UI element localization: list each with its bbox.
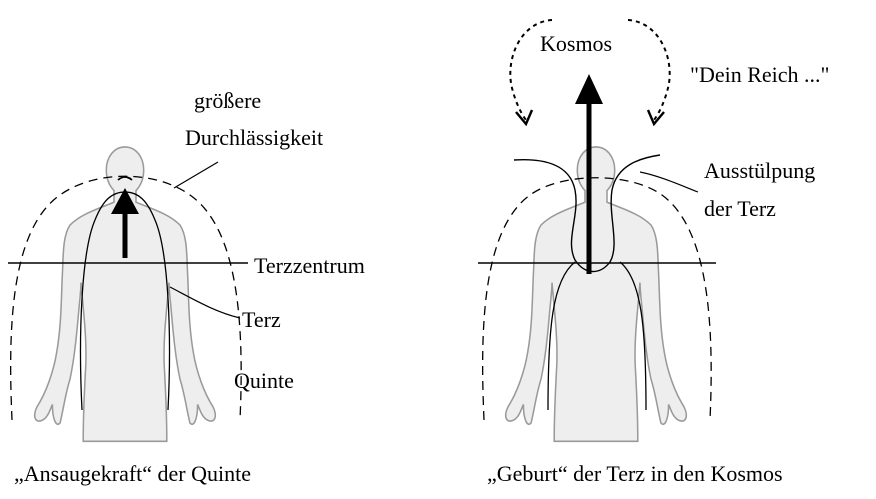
right-figure: Kosmos "Dein Reich ..." Ausstülpung der … <box>478 20 830 486</box>
label-third: Terz <box>242 307 281 332</box>
label-protrusion-line1: Ausstülpung <box>704 158 815 183</box>
caption-left: „Ansaugekraft“ der Quinte <box>14 461 251 486</box>
label-permeability-line2: Durchlässigkeit <box>185 125 323 150</box>
right-body-silhouette <box>506 147 687 441</box>
left-permeability-leader <box>174 162 218 188</box>
label-permeability-line1: größere <box>194 88 261 113</box>
label-protrusion-line2: der Terz <box>704 196 776 221</box>
left-figure: größere Durchlässigkeit Terzzentrum Terz… <box>8 88 365 486</box>
right-up-arrow-head <box>575 74 603 104</box>
label-kingdom: "Dein Reich ..." <box>690 62 830 87</box>
caption-right: „Geburt“ der Terz in den Kosmos <box>487 461 783 486</box>
right-protrusion-leader <box>640 172 698 192</box>
label-fifth: Quinte <box>234 368 294 393</box>
label-third-center: Terzzentrum <box>254 253 365 278</box>
label-cosmos: Kosmos <box>540 31 612 56</box>
cosmos-circle-arrow-right <box>628 20 670 120</box>
